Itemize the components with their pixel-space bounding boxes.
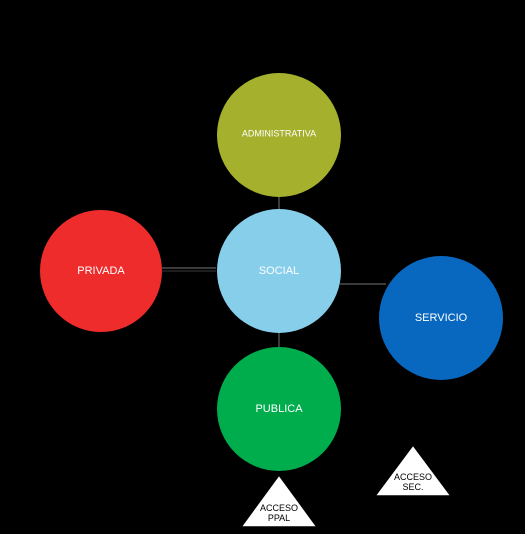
node-administrativa [217,73,341,197]
node-privada [40,210,162,332]
node-social [217,209,341,333]
node-servicio-label: SERVICIO [415,312,468,324]
access-principal-triangle [239,473,319,528]
access-principal-line2: PPAL [268,513,290,523]
node-privada-label: PRIVADA [77,265,125,277]
access-secundario-line1: ACCESO [394,472,432,482]
node-social-label: SOCIAL [259,265,299,277]
access-secundario-line2: SEC. [402,482,423,492]
node-administrativa-label: ADMINISTRATIVA [242,128,316,138]
access-secundario-triangle [373,443,453,497]
node-publica-label: PUBLICA [255,403,303,415]
access-principal-line1: ACCESO [260,503,298,513]
node-publica [217,347,341,471]
node-servicio [379,256,503,380]
